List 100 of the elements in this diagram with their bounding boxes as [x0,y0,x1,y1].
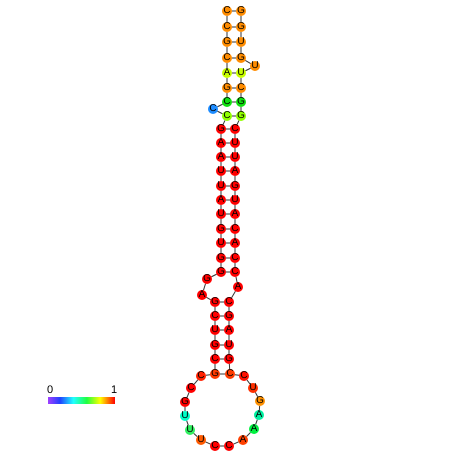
backbone-line [184,406,186,412]
nucleotide-circle: C [186,383,196,393]
nucleotide-circle: U [216,209,226,219]
nucleotide-circle: C [230,253,240,263]
backbone-line [240,78,242,84]
backbone-line [220,204,222,210]
nucleotide-circle: G [222,83,232,93]
backbone-line [220,218,222,224]
backbone-line [234,218,236,224]
backbone-line [234,262,236,268]
nucleotide-circle: C [230,124,240,134]
backbone-line [220,190,222,196]
nucleotide-circle: C [224,297,234,307]
backbone-line [234,162,236,166]
nucleotide-circle: C [239,371,249,381]
nucleotide-circle: G [236,22,246,32]
backbone-line [220,358,224,360]
nucleotide-circle: C [222,111,232,121]
backbone-line [234,134,236,138]
backbone-line [234,248,236,254]
nucleotide-circle: G [236,111,246,121]
backbone-line [232,10,236,12]
backbone-line [205,374,211,376]
backbone-line [214,306,216,312]
backbone-line [220,162,222,166]
nucleotide-circle: U [216,166,226,176]
backbone-line [234,176,236,182]
backbone-line [226,62,228,68]
nucleotide-circle: C [210,354,220,364]
nucleotide-circle: G [202,274,212,284]
backbone-line [226,16,228,22]
backbone-line [226,78,228,84]
backbone-line [240,106,242,112]
backbone-line [235,276,238,283]
nucleotide-circle: C [196,371,206,381]
nucleotide-circle: U [224,340,234,350]
backbone-line [194,379,198,385]
backbone-line [234,190,236,196]
nucleotide-circle: C [222,22,232,32]
nucleotide-circle: C [222,53,232,63]
backbone-line [226,32,228,38]
backbone-line [226,242,230,244]
nucleotide-circle: A [222,68,232,78]
backbone-line [220,134,222,138]
nucleotide-circle: A [197,290,207,300]
nucleotide-circle: A [216,152,226,162]
backbone-line [228,320,230,326]
backbone-line [220,248,222,254]
nucleotide-circle: A [233,282,243,292]
backbone-line [226,156,230,158]
backbone-line [214,320,216,326]
backbone-line [226,46,228,54]
backbone-line [220,344,224,346]
nucleotide-circle: G [216,267,226,277]
nucleotide-circle: G [236,97,246,107]
nucleotide-circle: U [236,68,246,78]
nucleotide-circle: G [255,396,265,406]
nucleotide-circle: U [180,411,190,421]
backbone-line [228,306,230,312]
nucleotide-circle: U [236,37,246,47]
nucleotide-circle: U [196,435,206,445]
nucleotide-circle: A [216,138,226,148]
nucleotide-circle: C [225,369,235,379]
nucleotide-circle: G [224,311,234,321]
backbone-line [234,234,236,238]
backbone-line [258,406,260,410]
nucleotide-circle: G [210,369,220,379]
backbone-line [246,380,250,384]
backbone-line [232,72,236,74]
nucleotide-circle: A [230,166,240,176]
nucleotide-circle: A [224,325,234,335]
nucleotide-circle: G [224,354,234,364]
nucleotide-circle: U [216,238,226,248]
backbone-line [228,350,230,354]
backbone-line [214,334,216,340]
backbone-line [220,234,222,238]
backbone-line [234,374,240,376]
backbone-line [186,392,190,398]
nucleotide-circle: A [230,238,240,248]
nucleotide-circle: A [238,435,248,445]
nucleotide-circle: U [216,181,226,191]
scale-tick-label: 0 [47,385,54,396]
nucleotide-circle: C [224,441,234,451]
backbone-line [220,262,222,268]
backbone-line [246,432,251,437]
backbone-line [226,228,230,230]
nucleotide-circle: C [210,441,220,451]
nucleotide-circle: A [249,424,259,434]
backbone-line [228,334,230,340]
backbone-line [220,148,222,152]
backbone-line [232,26,236,28]
nucleotide-circle: C [208,104,218,114]
nucleotide-circle: G [180,397,190,407]
nucleotide-circle: A [230,209,240,219]
backbone-line [214,350,216,354]
nucleotide-circle: A [216,195,226,205]
backbone-line [234,148,236,152]
nucleotide-circle: G [222,37,232,47]
nucleotide-circle: G [210,297,220,307]
backbone-line [226,92,228,98]
